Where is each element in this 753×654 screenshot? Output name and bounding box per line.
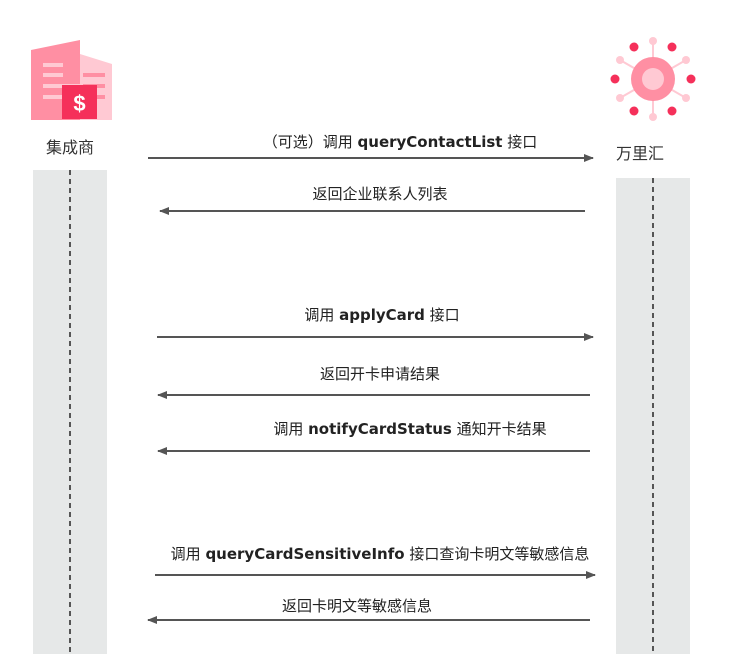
integrator-label: 集成商 <box>45 138 94 157</box>
label-suffix: 接口 <box>424 306 460 324</box>
label-suffix: 接口 <box>502 133 538 151</box>
message-label-7: 返回卡明文等敏感信息 <box>282 595 432 616</box>
label-suffix: 通知开卡结果 <box>451 420 547 438</box>
message-label-2: 返回企业联系人列表 <box>312 183 447 204</box>
api-name: applyCard <box>339 306 425 324</box>
message-label-3: 调用 applyCard 接口 <box>304 304 459 325</box>
integrator-lifeline <box>33 170 107 654</box>
label-prefix: 返回企业联系人列表 <box>312 185 448 203</box>
label-prefix: （可选）调用 <box>262 133 358 151</box>
svg-text:$: $ <box>73 91 85 116</box>
message-label-1: （可选）调用 queryContactList 接口 <box>263 131 537 152</box>
building-dollar-icon: $ <box>31 40 112 120</box>
label-suffix: 接口查询卡明文等敏感信息 <box>404 545 590 563</box>
label-prefix: 返回卡明文等敏感信息 <box>281 597 433 615</box>
message-label-4: 返回开卡申请结果 <box>320 363 440 384</box>
api-name: notifyCardStatus <box>308 420 452 438</box>
api-name: queryCardSensitiveInfo <box>205 545 405 563</box>
label-prefix: 调用 <box>170 545 206 563</box>
message-label-6: 调用 queryCardSensitiveInfo 接口查询卡明文等敏感信息 <box>171 543 590 564</box>
worldfirst-label: 万里汇 <box>615 144 664 163</box>
api-name: queryContactList <box>357 133 503 151</box>
label-prefix: 调用 <box>304 306 340 324</box>
sun-network-icon <box>610 37 696 121</box>
label-prefix: 调用 <box>273 420 309 438</box>
message-label-5: 调用 notifyCardStatus 通知开卡结果 <box>273 418 546 439</box>
label-prefix: 返回开卡申请结果 <box>319 365 441 383</box>
